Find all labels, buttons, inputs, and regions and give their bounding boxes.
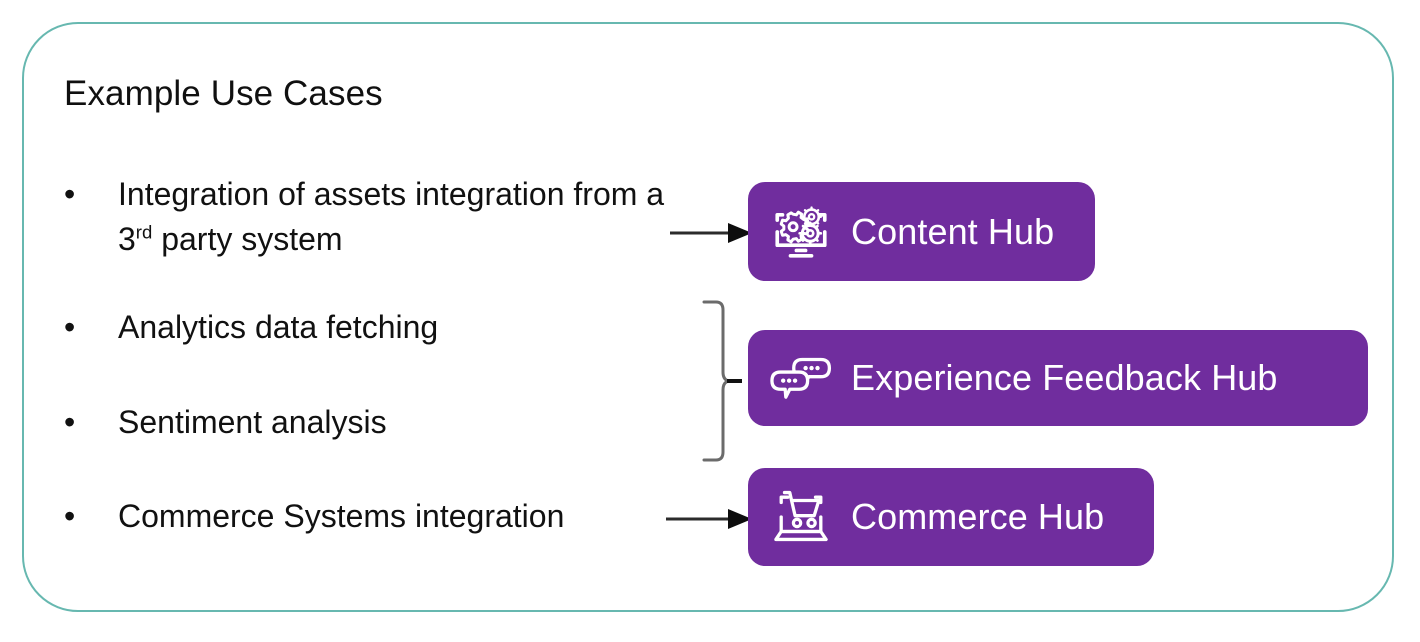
list-item-label: Analytics data fetching: [118, 309, 439, 345]
list-item-label: Integration of assets integration from a…: [118, 172, 704, 262]
list-item: • Analytics data fetching: [64, 305, 704, 350]
list-item: • Sentiment analysis: [64, 400, 704, 445]
list-item-text-before: Integration of assets integration from a…: [118, 176, 665, 257]
list-item-label: Sentiment analysis: [118, 404, 387, 440]
hub-label: Experience Feedback Hub: [851, 357, 1278, 398]
laptop-cart-icon: [774, 490, 828, 542]
list-item-text-after: party system: [152, 221, 343, 257]
chat-bubbles-icon: [770, 357, 832, 399]
hub-card-content-hub[interactable]: Content Hub: [748, 182, 1095, 281]
list-item-superscript: rd: [135, 221, 153, 243]
bullet-marker: •: [64, 176, 76, 212]
bullet-marker: •: [64, 498, 76, 534]
page-title: Example Use Cases: [64, 74, 383, 113]
bullet-marker: •: [64, 404, 76, 440]
slide-frame-border: [22, 22, 1394, 612]
list-item-label: Commerce Systems integration: [118, 498, 565, 534]
bullet-marker: •: [64, 309, 76, 345]
monitor-gears-icon: [775, 205, 827, 258]
hub-label: Content Hub: [851, 210, 1055, 252]
list-item: • Commerce Systems integration: [64, 494, 704, 539]
hub-card-experience-feedback-hub[interactable]: Experience Feedback Hub: [748, 330, 1368, 426]
hub-card-commerce-hub[interactable]: Commerce Hub: [748, 468, 1154, 566]
hub-label: Commerce Hub: [851, 496, 1105, 537]
list-item: • Integration of assets integration from…: [64, 172, 704, 262]
